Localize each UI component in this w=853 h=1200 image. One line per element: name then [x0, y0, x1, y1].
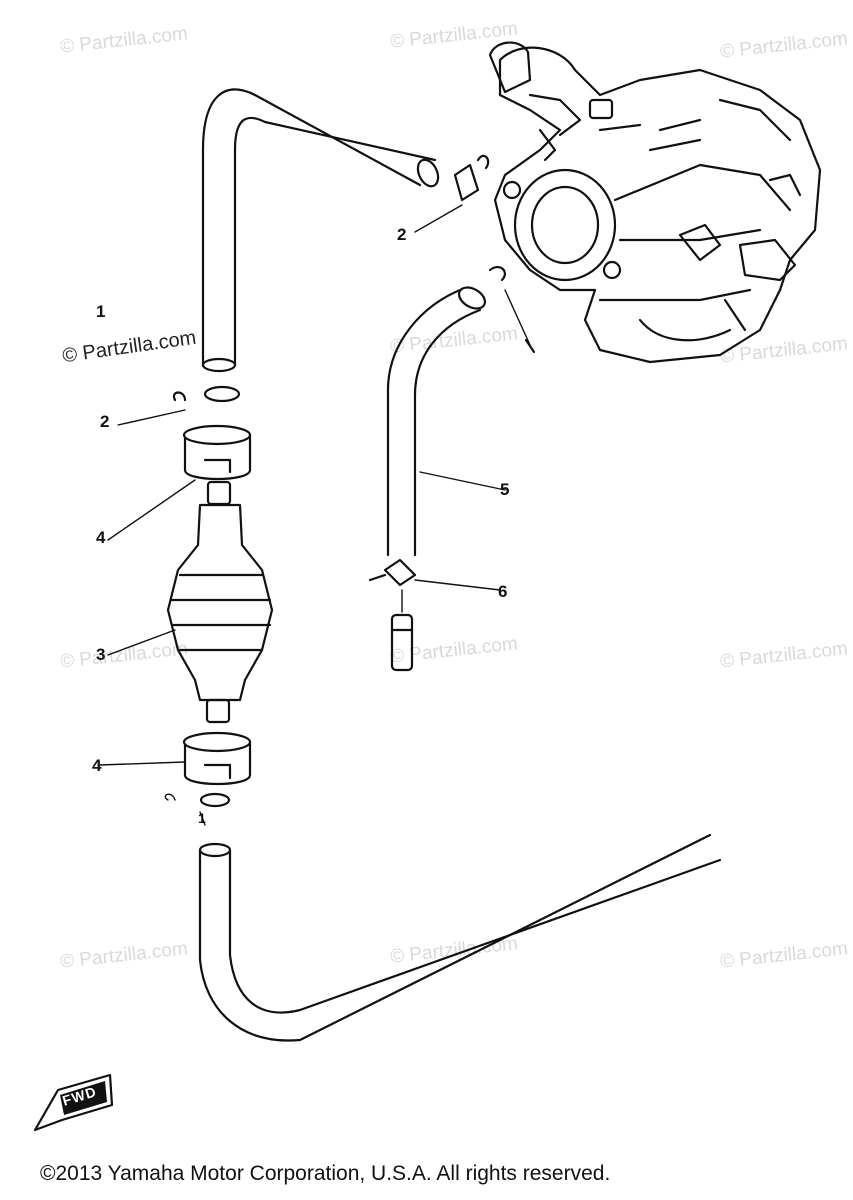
callout-4: 4	[92, 756, 102, 775]
callout-6: 6	[498, 582, 508, 601]
hose-clip-center	[488, 265, 536, 354]
copyright-notice: ©2013 Yamaha Motor Corporation, U.S.A. A…	[40, 1162, 611, 1185]
hose-clamp-lower	[99, 731, 252, 786]
callout-1: 1	[96, 302, 106, 321]
callout-5: 5	[500, 480, 510, 499]
hose-joint	[368, 558, 501, 672]
hose-clip-upper	[414, 154, 490, 233]
forward-arrow-icon	[33, 1073, 114, 1132]
hose-clip-lower	[117, 385, 241, 426]
callout-4: 4	[96, 528, 106, 547]
carburetor	[488, 41, 822, 364]
primer-pump	[107, 480, 274, 724]
callout-2: 2	[100, 412, 110, 431]
fuel-hose-upper	[201, 88, 440, 373]
hose-clamp-upper	[107, 424, 252, 541]
hose-clip-bottom	[164, 792, 231, 826]
fuel-hose-center	[386, 286, 506, 557]
fuel-hose-lower	[198, 833, 722, 1042]
callout-2: 2	[397, 225, 407, 244]
callout-3: 3	[96, 645, 106, 664]
callout-1: 1	[198, 810, 206, 826]
